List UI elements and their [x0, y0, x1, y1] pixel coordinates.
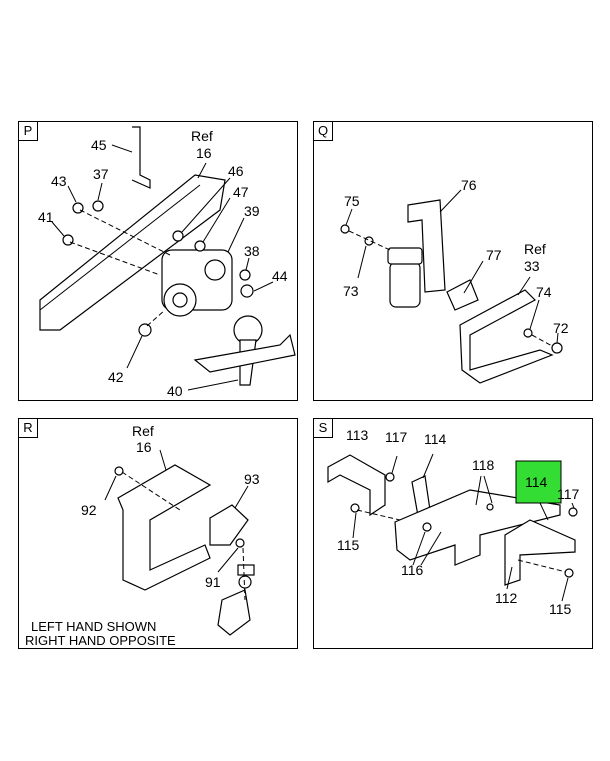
ref-label-p: Ref [191, 128, 213, 144]
panel-q-drawing: 76 75 77 Ref 33 73 74 72 [340, 177, 569, 384]
label-74: 74 [536, 284, 552, 300]
label-44: 44 [272, 268, 288, 284]
frame-33 [459, 289, 554, 384]
panel-r-drawing: Ref 16 93 92 91 LEFT HAND SHOWN RIGHT HA… [25, 423, 260, 648]
label-40: 40 [167, 383, 183, 399]
bracket-113 [327, 454, 386, 517]
label-41: 41 [38, 209, 54, 225]
label-116: 116 [401, 562, 424, 578]
label-42: 42 [108, 369, 124, 385]
label-16-p: 16 [196, 145, 212, 161]
label-37: 37 [93, 166, 109, 182]
lower-tube [217, 589, 251, 636]
label-115-left: 115 [337, 537, 360, 553]
label-115-right: 115 [549, 601, 572, 617]
label-114-left: 114 [424, 431, 447, 447]
label-118: 118 [472, 457, 495, 473]
label-75: 75 [344, 193, 360, 209]
label-93: 93 [244, 471, 260, 487]
label-112: 112 [495, 590, 518, 606]
ref-label-r: Ref [132, 423, 154, 439]
label-76: 76 [461, 177, 477, 193]
panel-s-letter: S [314, 419, 333, 438]
label-117-right: 117 [557, 486, 580, 502]
ref-label-q: Ref [524, 241, 546, 257]
label-43: 43 [51, 173, 67, 189]
bracket-112 [504, 519, 576, 586]
highlight-114[interactable] [515, 460, 562, 504]
frame-rail [39, 174, 226, 331]
label-91: 91 [205, 574, 221, 590]
drag-link [193, 333, 296, 373]
panel-p-letter: P [19, 122, 38, 141]
label-16-r: 16 [136, 439, 152, 455]
label-114-highlight[interactable]: 114 [525, 474, 548, 490]
bracket-45 [131, 126, 151, 189]
label-33: 33 [524, 258, 540, 274]
label-45: 45 [91, 137, 107, 153]
note-line-2: RIGHT HAND OPPOSITE [25, 633, 176, 648]
plate-77 [446, 279, 479, 311]
label-77: 77 [486, 247, 502, 263]
label-47: 47 [233, 184, 249, 200]
panel-r-letter: R [19, 419, 38, 438]
panel-p-drawing: 45 Ref 16 43 37 46 47 41 39 38 44 42 40 [38, 126, 296, 399]
label-73: 73 [343, 283, 359, 299]
label-92: 92 [81, 502, 97, 518]
panel-r: R [18, 418, 298, 649]
label-39: 39 [244, 203, 260, 219]
panel-q-letter: Q [314, 122, 333, 141]
label-46: 46 [228, 163, 244, 179]
label-72: 72 [553, 320, 569, 336]
panel-p: P [18, 121, 298, 401]
label-113: 113 [346, 427, 369, 443]
frame-rail-r [117, 464, 212, 591]
label-38: 38 [244, 243, 260, 259]
fuel-filter [389, 261, 421, 308]
panel-s-drawing: 113 117 114 118 114 117 115 116 112 115 [327, 427, 580, 617]
note-line-1: LEFT HAND SHOWN [31, 619, 156, 634]
label-117-top: 117 [385, 429, 408, 445]
mounting-bracket-76 [407, 199, 446, 293]
bracket-93 [209, 504, 249, 546]
